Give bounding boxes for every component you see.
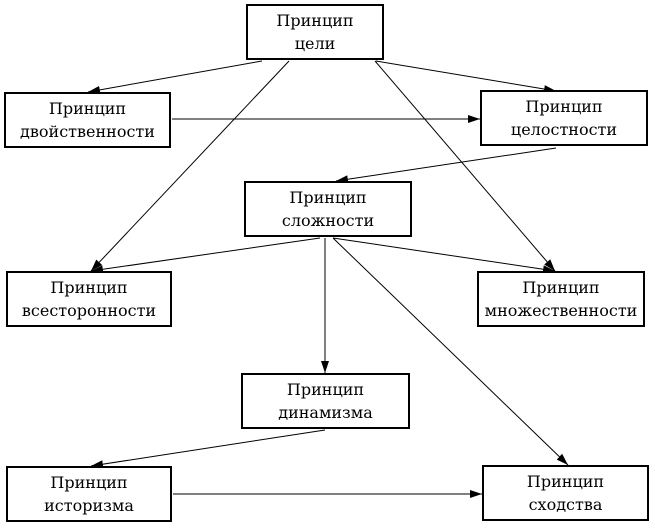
node-complexity-principle: Принцип сложности <box>244 181 412 237</box>
node-integrity-line2: целостности <box>510 120 618 139</box>
node-complexity-line1: Принцип <box>289 188 367 207</box>
node-multiplicity-line1: Принцип <box>522 278 600 297</box>
node-similarity-line2: сходства <box>528 495 603 514</box>
node-multiplicity-principle: Принцип множественности <box>477 271 645 327</box>
edge-goal-to-universality <box>90 60 290 272</box>
node-dynamism-line2: динамизма <box>278 403 373 422</box>
node-duality-line2: двойственности <box>20 122 155 141</box>
node-historicism-principle: Принцип историзма <box>6 466 172 522</box>
node-duality-principle: Принцип двойственности <box>4 92 171 148</box>
edge-goal-to-multiplicity <box>374 60 556 272</box>
node-integrity-line1: Принцип <box>525 97 603 116</box>
node-complexity-line2: сложности <box>281 211 375 230</box>
node-goal-line1: Принцип <box>276 11 354 30</box>
edge-goal-to-integrity <box>375 60 557 93</box>
edge-complexity-to-multiplicity <box>332 237 556 274</box>
node-historicism-line2: историзма <box>44 496 134 515</box>
node-dynamism-line1: Принцип <box>286 380 365 399</box>
edge-complexity-to-universality <box>90 237 321 274</box>
node-goal-principle: Принцип цели <box>246 4 384 60</box>
node-similarity-line1: Принцип <box>526 472 605 491</box>
node-universality-line2: всесторонности <box>21 301 157 320</box>
node-duality-line1: Принцип <box>48 99 127 118</box>
edge-complexity-to-similarity <box>332 237 569 466</box>
edge-goal-to-duality <box>87 60 263 94</box>
node-similarity-principle: Принцип сходства <box>482 465 649 521</box>
edge-dynamism-to-historicism <box>90 429 326 469</box>
node-multiplicity-line2: множественности <box>484 301 638 320</box>
node-universality-line1: Принцип <box>50 278 128 297</box>
node-universality-principle: Принцип всесторонности <box>6 271 172 327</box>
node-integrity-principle: Принцип целостности <box>480 90 648 146</box>
node-dynamism-principle: Принцип динамизма <box>241 373 410 429</box>
node-historicism-line1: Принцип <box>50 473 128 492</box>
edge-integrity-to-complexity <box>335 147 557 184</box>
node-goal-line2: цели <box>294 34 336 53</box>
